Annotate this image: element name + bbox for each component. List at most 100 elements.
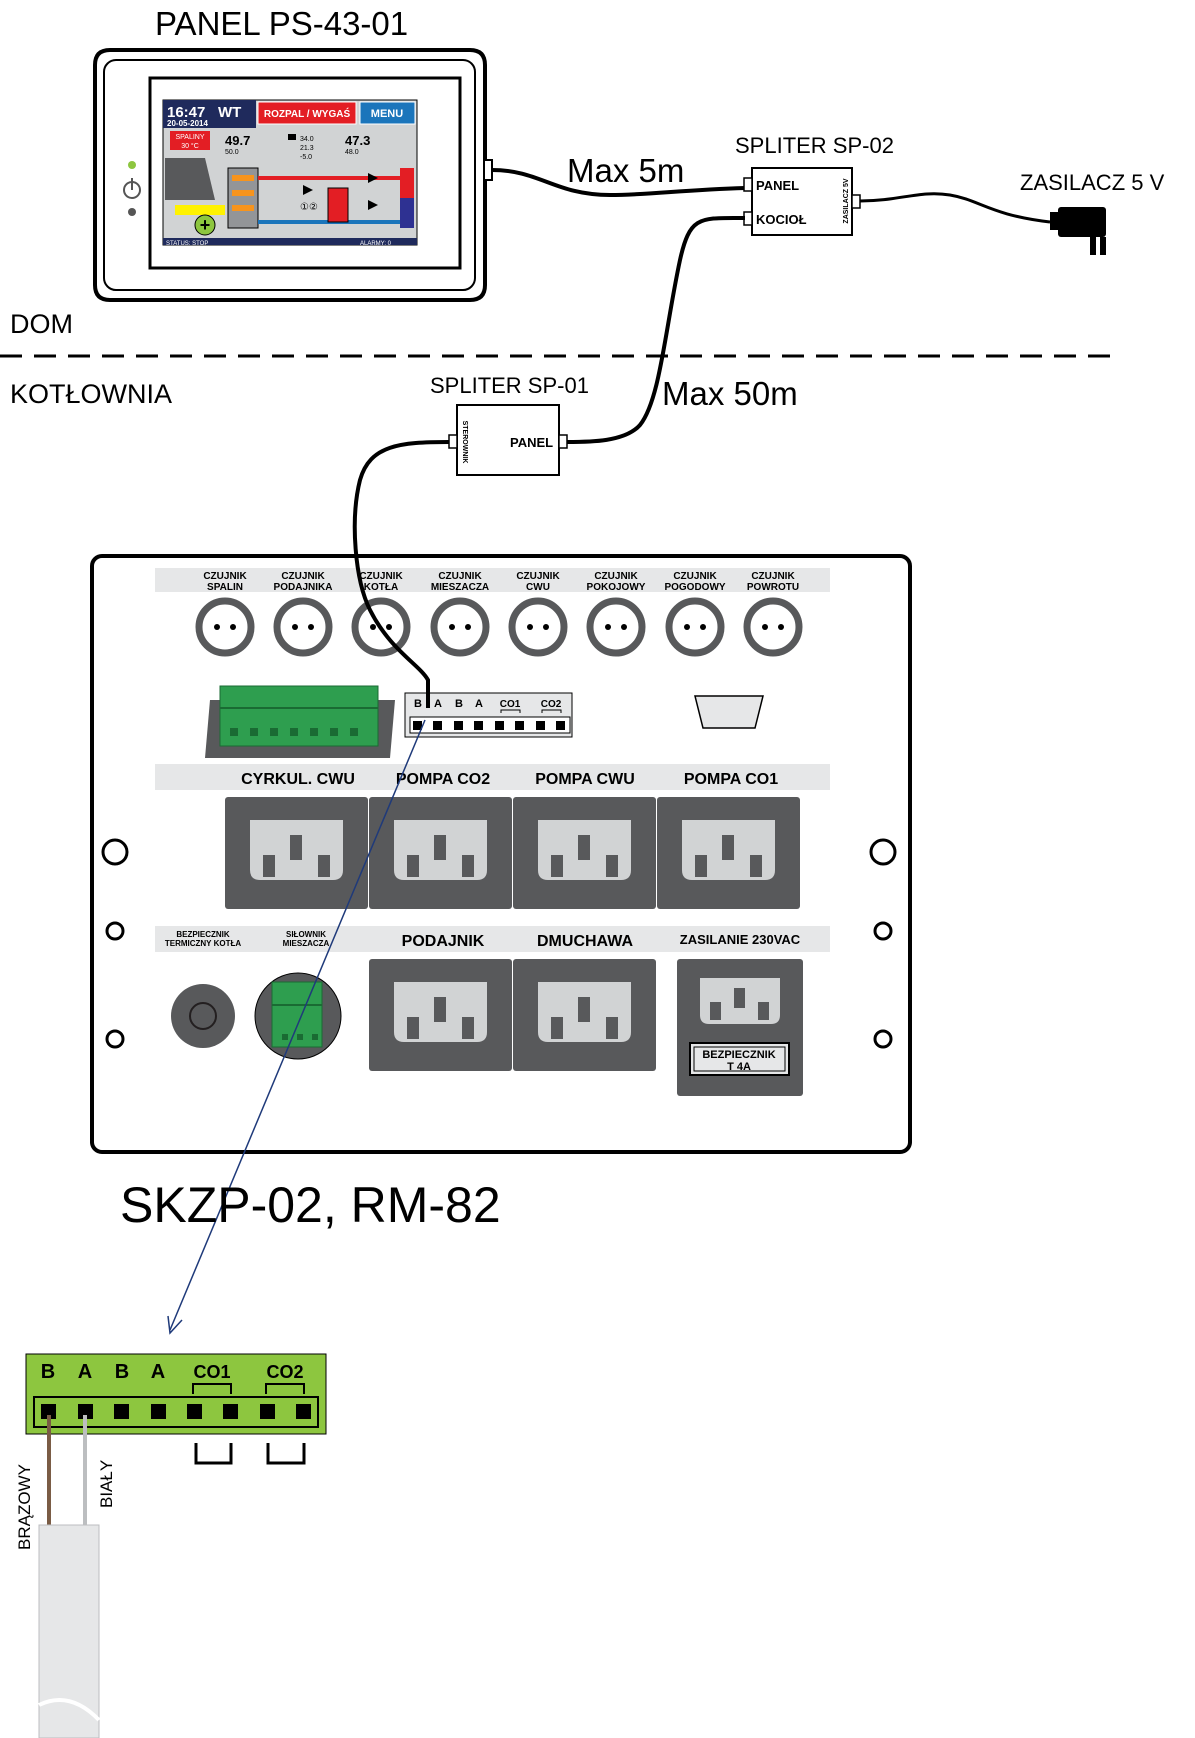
power-input-label: ZASILANIE 230VAC	[680, 932, 801, 947]
svg-text:B: B	[41, 1361, 55, 1383]
iec-socket-dmuchawa[interactable]	[513, 959, 656, 1071]
cable-splitter-psu	[859, 192, 1051, 224]
svg-text:A: A	[78, 1361, 92, 1383]
zoom-arrow	[169, 719, 426, 1331]
power-icon[interactable]	[123, 178, 141, 199]
svg-text:+: +	[200, 215, 211, 235]
svg-text:CZUJNIK: CZUJNIK	[673, 571, 717, 582]
thermal-fuse[interactable]	[171, 984, 235, 1048]
sensor-mieszacza[interactable]: CZUJNIK MIESZACZA	[430, 571, 490, 657]
splitter2-port-kociol: KOCIOŁ	[756, 212, 807, 227]
screen-date: 20-05-2014	[167, 119, 208, 128]
svg-text:A: A	[434, 698, 442, 710]
mounting-hole	[105, 921, 125, 941]
svg-text:T 4A: T 4A	[727, 1061, 751, 1073]
menu-button[interactable]: MENU	[359, 101, 416, 125]
zoom-arrowhead	[167, 1315, 183, 1335]
iec-socket-cyrkul[interactable]	[225, 797, 368, 909]
comm-terminal-small[interactable]: B A B A CO1 CO2	[404, 692, 573, 738]
wire-white-label: BIAŁY	[97, 1460, 116, 1508]
temp-boiler-set: 50.0	[225, 149, 239, 156]
svg-text:CZUJNIK: CZUJNIK	[359, 571, 403, 582]
mounting-hole	[101, 838, 129, 866]
svg-text:MIESZACZA: MIESZACZA	[431, 582, 489, 593]
svg-text:A: A	[151, 1361, 165, 1383]
jumper-co1	[194, 1443, 233, 1465]
mounting-hole	[869, 838, 897, 866]
add-icon[interactable]	[194, 214, 216, 236]
svg-text:CZUJNIK: CZUJNIK	[438, 571, 482, 582]
splitter2-device: PANEL KOCIOŁ ZASILACZ 5V	[743, 167, 861, 236]
temp-boiler: 49.7	[225, 133, 250, 148]
svg-text:CO2: CO2	[541, 699, 562, 710]
svg-text:POKOJOWY: POKOJOWY	[587, 582, 646, 593]
svg-text:CZUJNIK: CZUJNIK	[281, 571, 325, 582]
temp-cwu: 34.0	[300, 136, 314, 143]
thermal-fuse-label-1: BEZPIECZNIK	[176, 930, 230, 939]
sensor-powrotu[interactable]: CZUJNIK POWROTU	[743, 571, 803, 657]
splitter1-device: STEROWNIK PANEL	[448, 404, 568, 476]
screen-day: WT	[218, 104, 241, 121]
splitter2-port-panel: PANEL	[756, 178, 799, 193]
comm-terminal-zoom[interactable]: B A B A CO1 CO2	[25, 1353, 327, 1435]
svg-text:KOTŁA: KOTŁA	[364, 582, 398, 593]
sensor-spalin[interactable]: CZUJNIK SPALIN	[195, 571, 255, 657]
svg-text:B: B	[414, 698, 422, 710]
temp-outdoor: -5.0	[300, 154, 312, 161]
spaliny-value: 30 °C	[181, 142, 199, 150]
temp-mixer-set: 48.0	[345, 149, 359, 156]
svg-text:B: B	[115, 1361, 129, 1383]
power-inlet[interactable]: BEZPIECZNIK T 4A	[677, 959, 803, 1096]
svg-text:CO1: CO1	[500, 699, 521, 710]
iec-socket-pompa-cwu[interactable]	[513, 797, 656, 909]
splitter1-port-panel: PANEL	[510, 435, 553, 450]
db-port[interactable]	[694, 695, 764, 729]
cable-splitter-splitter	[566, 215, 746, 444]
socket-label-podajnik: PODAJNIK	[402, 933, 485, 950]
fuse-holder[interactable]: BEZPIECZNIK T 4A	[689, 1042, 790, 1076]
touch-screen: 16:47 WT 20-05-2014 ROZPAL / WYGAŚ MENU …	[162, 99, 418, 247]
svg-text:CO2: CO2	[266, 1362, 303, 1382]
psu-icon	[1050, 207, 1106, 255]
socket-label-pompa-co2: POMPA CO2	[396, 771, 490, 788]
cable-length-long: Max 50m	[662, 375, 798, 412]
mixer-actuator-connector[interactable]	[254, 972, 342, 1060]
panel-title: PANEL PS-43-01	[155, 5, 408, 42]
svg-text:CZUJNIK: CZUJNIK	[594, 571, 638, 582]
svg-text:MENU: MENU	[371, 108, 403, 120]
sensor-podajnika[interactable]: CZUJNIK PODAJNIKA	[273, 571, 333, 657]
cable-splitter-controller	[352, 440, 450, 708]
svg-text:CZUJNIK: CZUJNIK	[203, 571, 247, 582]
splitter1-port-sterownik: STEROWNIK	[461, 421, 468, 464]
temp-room: 21.3	[300, 145, 314, 152]
sensor-dot	[128, 208, 136, 216]
sensor-pogodowy[interactable]: CZUJNIK POGODOWY	[664, 571, 726, 657]
mounting-hole	[873, 1029, 893, 1049]
splitter1-title: SPLITER SP-01	[430, 373, 589, 398]
iec-socket-pompa-co2[interactable]	[369, 797, 512, 909]
cable-panel-splitter	[491, 168, 746, 198]
svg-text:B: B	[455, 698, 463, 710]
sensor-row: CZUJNIK SPALIN CZUJNIK PODAJNIKA CZUJNIK…	[195, 571, 803, 657]
socket-label-dmuchawa: DMUCHAWA	[537, 933, 633, 950]
boiler-icon	[165, 158, 215, 200]
mounting-hole	[873, 921, 893, 941]
iec-socket-podajnik[interactable]	[369, 959, 512, 1071]
fire-button[interactable]: ROZPAL / WYGAŚ	[257, 101, 357, 125]
zone-kotlownia: KOTŁOWNIA	[10, 379, 172, 409]
splitter2-port-psu: ZASILACZ 5V	[843, 178, 850, 223]
green-connector-block[interactable]	[205, 685, 395, 758]
svg-text:SPALIN: SPALIN	[207, 582, 243, 593]
svg-text:CO1: CO1	[193, 1362, 230, 1382]
sensor-pokojowy[interactable]: CZUJNIK POKOJOWY	[586, 571, 646, 657]
temp-mixer: 47.3	[345, 133, 370, 148]
svg-text:PODAJNIKA: PODAJNIKA	[274, 582, 333, 593]
sensor-cwu[interactable]: CZUJNIK CWU	[508, 571, 568, 657]
iec-socket-pompa-co1[interactable]	[657, 797, 800, 909]
svg-text:ROZPAL / WYGAŚ: ROZPAL / WYGAŚ	[264, 107, 351, 120]
socket-label-cyrkul: CYRKUL. CWU	[241, 771, 355, 788]
actuator-label-1: SIŁOWNIK	[286, 930, 326, 939]
psu-title: ZASILACZ 5 V	[1020, 170, 1165, 195]
svg-text:POGODOWY: POGODOWY	[664, 582, 725, 593]
actuator-label-2: MIESZACZA	[283, 939, 330, 948]
